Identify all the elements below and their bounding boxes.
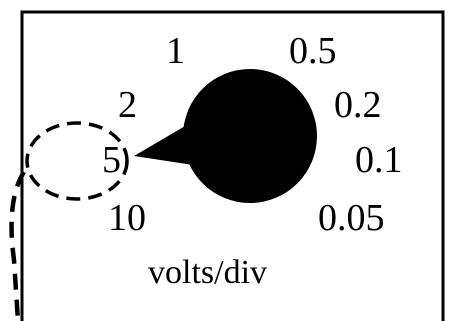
dial-panel-border	[20, 10, 445, 321]
scale-label-5: 5	[102, 139, 121, 181]
dial-knob-body	[183, 69, 317, 203]
selected-setting-highlight	[25, 121, 129, 201]
selected-setting-leader-line	[9, 170, 26, 321]
units-caption: volts/div	[148, 254, 267, 291]
dial-pointer	[134, 122, 213, 168]
scale-label-1: 1	[166, 30, 185, 72]
scale-label-0.2: 0.2	[334, 84, 382, 126]
dial-knob[interactable]	[134, 69, 317, 203]
scale-label-10: 10	[108, 197, 146, 239]
scale-label-0.1: 0.1	[355, 139, 403, 181]
scale-label-2: 2	[118, 84, 137, 126]
scale-label-0.5: 0.5	[289, 30, 337, 72]
scale-label-0.05: 0.05	[318, 197, 385, 239]
